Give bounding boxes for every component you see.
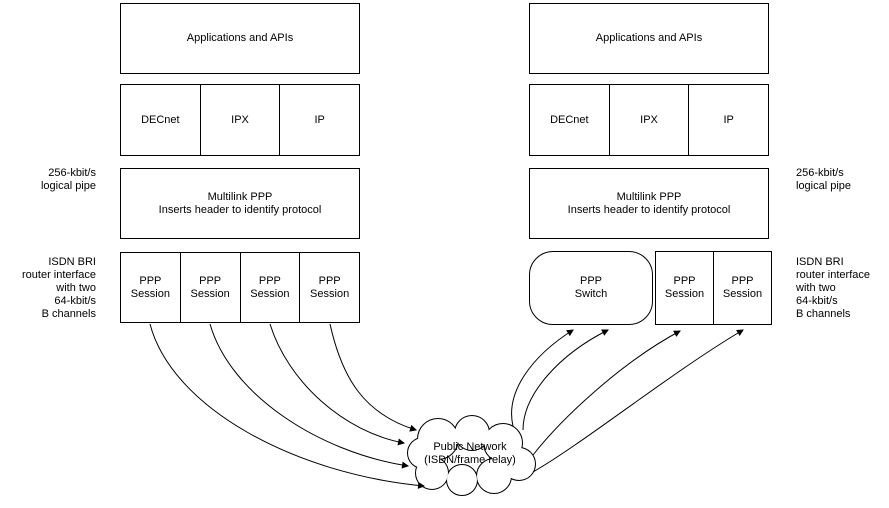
arrow-cloud-to-session2 <box>532 329 744 473</box>
left-sessions-row: PPP Session PPP Session PPP Session PPP … <box>120 252 360 323</box>
left-isdn-bri-label: ISDN BRI router interface with two 64-kb… <box>22 256 96 320</box>
arrow-session3-to-cloud <box>269 323 406 446</box>
right-protocol-ip: IP <box>688 85 768 155</box>
right-multilink-title: Multilink PPP <box>616 190 682 203</box>
right-logical-pipe-label: 256-kbit/s logical pipe <box>796 167 852 192</box>
right-multilink-box: Multilink PPP Inserts header to identify… <box>529 168 769 239</box>
right-isdn-bri-label: ISDN BRI router interface with two 64-kb… <box>796 256 870 320</box>
cloud-fill <box>408 416 535 495</box>
arrow-cloud-to-switch-1 <box>511 329 574 427</box>
right-protocol-ipx: IPX <box>608 85 689 155</box>
right-ppp-session-1: PPP Session <box>664 275 705 300</box>
left-multilink-title: Multilink PPP <box>207 190 273 203</box>
arrow-cloud-to-switch-2 <box>522 329 609 431</box>
right-multilink-subtitle: Inserts header to identify protocol <box>567 203 731 216</box>
right-applications-label: Applications and APIs <box>595 32 703 44</box>
left-multilink-box: Multilink PPP Inserts header to identify… <box>120 168 360 239</box>
public-network-label: Public Network (ISDN/frame relay) <box>424 441 516 466</box>
left-multilink-subtitle: Inserts header to identify protocol <box>158 203 322 216</box>
right-sessions-row: PPP Session PPP Session <box>655 251 772 325</box>
left-protocol-ip: IP <box>279 85 359 155</box>
arrow-session4-to-cloud <box>329 323 418 432</box>
left-protocol-ipx: IPX <box>199 85 280 155</box>
right-session-arrows <box>511 329 744 473</box>
left-session-arrows <box>149 323 426 489</box>
left-ppp-session-4: PPP Session <box>299 253 359 322</box>
left-protocol-decnet: DECnet <box>141 113 180 126</box>
left-logical-pipe-label: 256-kbit/s logical pipe <box>40 167 96 192</box>
ppp-switch-box: PPP Switch <box>529 251 653 325</box>
right-applications-box: Applications and APIs <box>529 3 769 74</box>
left-applications-label: Applications and APIs <box>186 32 294 44</box>
right-protocols-row: DECnet IPX IP <box>529 84 769 156</box>
arrow-session2-to-cloud <box>209 323 410 469</box>
left-applications-box: Applications and APIs <box>120 3 360 74</box>
arrow-cloud-to-session1 <box>532 330 681 456</box>
left-ppp-session-2: PPP Session <box>179 253 240 322</box>
right-protocol-decnet: DECnet <box>550 113 589 126</box>
left-ppp-session-3: PPP Session <box>239 253 300 322</box>
right-ppp-session-2: PPP Session <box>713 252 771 324</box>
left-protocols-row: DECnet IPX IP <box>120 84 360 156</box>
left-ppp-session-1: PPP Session <box>130 274 170 300</box>
arrow-session1-to-cloud <box>149 323 426 489</box>
